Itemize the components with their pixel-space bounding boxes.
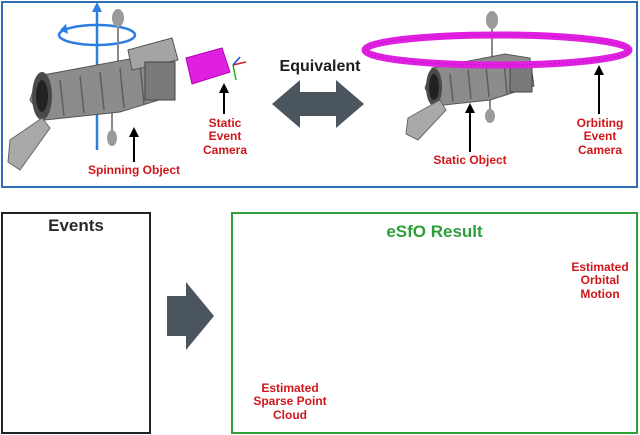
spinning-satellite	[7, 2, 179, 171]
esfo-result-panel	[231, 212, 638, 434]
estimated-sparse-point-cloud-label: Estimated Sparse Point Cloud	[253, 381, 327, 422]
esfo-result-title: eSfO Result	[386, 222, 483, 241]
pointer-arrows-top-left	[129, 83, 229, 162]
static-object-label: Static Object	[433, 153, 507, 167]
pointer-arrows-top-right	[465, 65, 604, 152]
spin-axis-arrowhead	[92, 2, 102, 12]
spinning-object-label: Spinning Object	[88, 163, 180, 177]
orbiting-event-camera-label: Orbiting Event Camera	[576, 116, 624, 157]
equivalent-label: Equivalent	[279, 58, 361, 75]
spin-direction-arrowhead	[60, 24, 68, 34]
spin-direction-ellipse	[57, 23, 137, 47]
static-event-camera	[185, 47, 247, 85]
events-title: Events	[48, 216, 104, 235]
equivalent-double-arrow	[272, 80, 364, 128]
events-panel	[1, 212, 151, 434]
orbiting-camera-ring	[361, 31, 633, 69]
process-arrow	[167, 282, 214, 350]
estimated-orbital-motion-label: Estimated Orbital Motion	[571, 260, 629, 301]
static-event-camera-label: Static Event Camera	[202, 116, 248, 157]
